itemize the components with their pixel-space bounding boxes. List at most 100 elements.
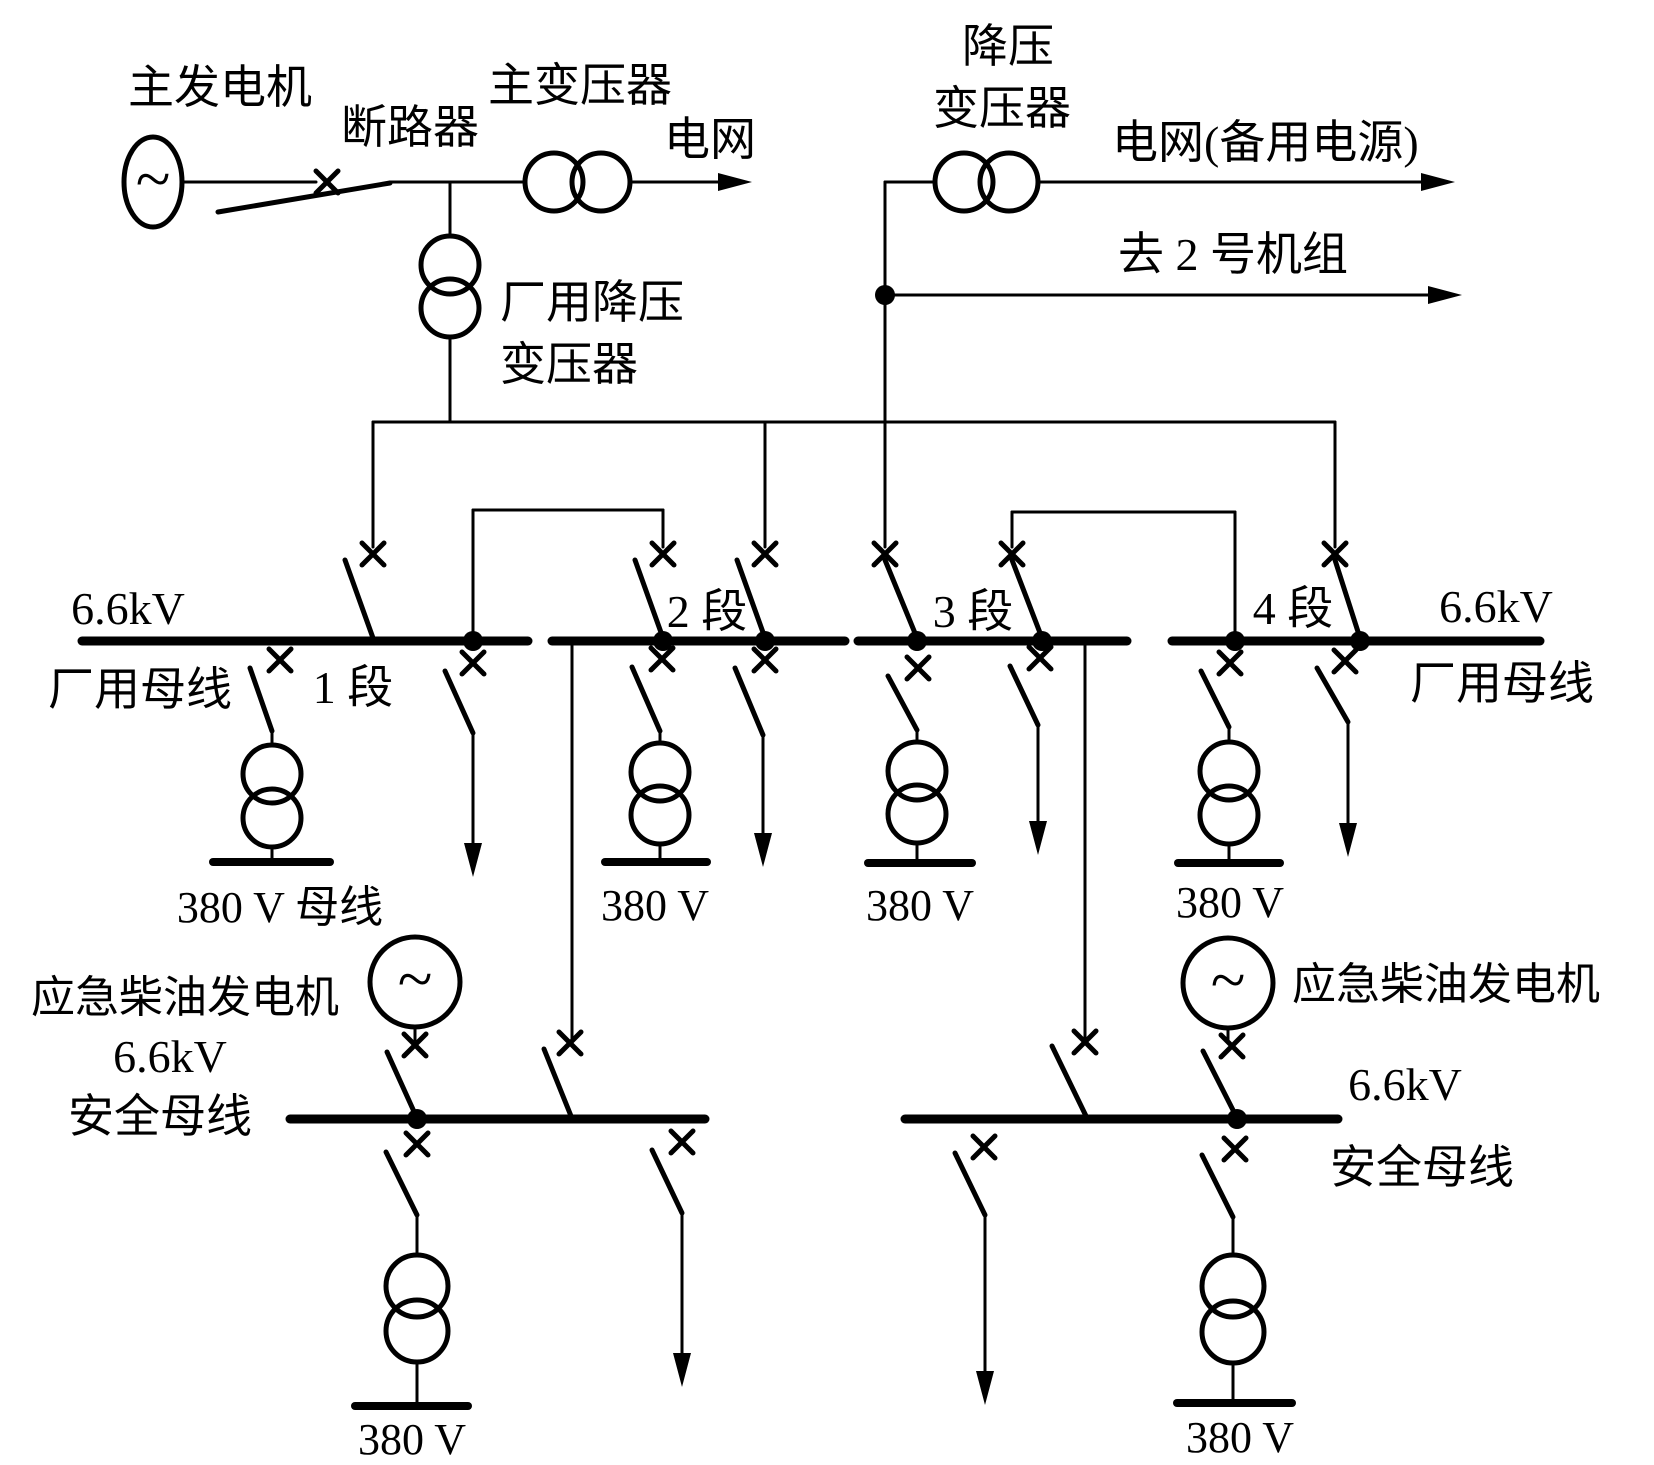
- safety-voltage-left-label: 6.6kV: [113, 1031, 227, 1082]
- main-transformer-circle-1: [522, 150, 586, 214]
- stepdown-transformer-label-line1: 降压: [962, 21, 1054, 72]
- x-bus3-safety: [1071, 1028, 1099, 1056]
- diesel-right-tilde: ~: [1211, 944, 1246, 1015]
- safety-left-feeder-blade: [649, 1147, 685, 1216]
- junction-unit2: [875, 285, 895, 305]
- x-txsl: [403, 1130, 431, 1158]
- tx4-circle-1: [1197, 739, 1261, 803]
- main-generator-label: 主发电机: [128, 62, 312, 113]
- junction-diesel-right: [1227, 1109, 1247, 1129]
- tx2-circle-2: [628, 783, 692, 847]
- junction-bus2-tie: [653, 631, 673, 651]
- x-tx2: [648, 645, 676, 673]
- x-bus4-incoming: [1321, 540, 1349, 568]
- arrow-unit2: [1428, 286, 1462, 304]
- aux-transformer-circle-2: [418, 276, 482, 340]
- safety-bus-left-label: 安全母线: [68, 1091, 252, 1142]
- x-txsr: [1221, 1135, 1249, 1163]
- stepdown-transformer-label-line2: 变压器: [933, 83, 1071, 134]
- arrow-feeder1: [464, 843, 482, 877]
- x-tie34: [998, 540, 1026, 568]
- txsr-circle-1: [1199, 1252, 1267, 1320]
- junction-bus4-tie: [1225, 631, 1245, 651]
- tie12-switch-blade: [632, 557, 666, 641]
- x-bus2-safety: [556, 1029, 584, 1057]
- bus-voltage-left-label: 6.6kV: [71, 583, 185, 634]
- x-feeder2: [751, 646, 779, 674]
- bus-voltage-right-label: 6.6kV: [1439, 581, 1553, 632]
- bus3-safety-switch-blade: [1049, 1043, 1089, 1119]
- arrow-feeder4: [1339, 823, 1357, 857]
- feeder3-switch-blade: [1007, 663, 1041, 728]
- x-main-breaker: [313, 168, 341, 196]
- feeder2-switch-blade: [732, 665, 766, 738]
- x-bus2-incoming: [751, 540, 779, 568]
- arrow-safety-right-feeder: [976, 1371, 994, 1405]
- safety-voltage-right-label: 6.6kV: [1348, 1059, 1462, 1110]
- grid-label: 电网: [664, 114, 756, 165]
- bus2-incoming-blade: [734, 557, 768, 641]
- diesel-generator-left-label: 应急柴油发电机: [31, 973, 339, 1022]
- tie34-switch-blade: [1009, 557, 1045, 641]
- section3-label: 3 段: [933, 586, 1014, 637]
- x-tx1: [266, 646, 294, 674]
- bus3-incoming-blade: [882, 557, 920, 641]
- section1-label: 1 段: [313, 662, 394, 713]
- diesel-right-switch-blade: [1200, 1048, 1239, 1119]
- x-safety-left-feeder: [668, 1128, 696, 1156]
- section4-label: 4 段: [1253, 583, 1334, 634]
- arrow-feeder3: [1029, 821, 1047, 855]
- section2-label: 2 段: [667, 586, 748, 637]
- x-bus1-incoming: [359, 540, 387, 568]
- feeder4-switch-blade: [1314, 665, 1351, 725]
- diesel-generator-right-label: 应急柴油发电机: [1292, 960, 1600, 1009]
- junction-bus4-incoming: [1350, 631, 1370, 651]
- junction-bus3-tie: [1032, 631, 1052, 651]
- safety-bus-right-label: 安全母线: [1330, 1142, 1514, 1193]
- txsr-switch-blade: [1199, 1152, 1236, 1220]
- lv-safety-right-label: 380 V: [1186, 1413, 1294, 1462]
- tx1-circle-2: [240, 786, 304, 850]
- bus2-safety-switch-blade: [541, 1046, 574, 1119]
- arrow-grid: [718, 173, 752, 191]
- x-safety-right-feeder: [970, 1133, 998, 1161]
- txsl-circle-2: [383, 1297, 451, 1365]
- lv-bus3-label: 380 V: [866, 881, 974, 930]
- arrow-backup-grid: [1421, 173, 1455, 191]
- stepdown-transformer-circle-1: [932, 150, 996, 214]
- arrow-feeder2: [754, 833, 772, 867]
- stepdown-transformer-circle-2: [977, 150, 1041, 214]
- junction-diesel-left: [407, 1109, 427, 1129]
- backup-grid-label: 电网(备用电源): [1112, 117, 1419, 168]
- junction-bus2-incoming: [755, 631, 775, 651]
- x-tx3: [904, 654, 932, 682]
- x-bus3-incoming: [871, 540, 899, 568]
- breaker-label: 断路器: [341, 102, 479, 153]
- x-feeder4: [1331, 647, 1359, 675]
- x-tie12: [649, 540, 677, 568]
- lv-bus2-label: 380 V: [601, 881, 709, 930]
- plant-bus-right-label: 厂用母线: [1410, 658, 1594, 709]
- lv-safety-left-label: 380 V: [358, 1415, 466, 1464]
- txsl-circle-1: [383, 1252, 451, 1320]
- diesel-left-switch-blade: [384, 1049, 419, 1119]
- x-tx4: [1216, 649, 1244, 677]
- tx1-switch-blade: [247, 665, 275, 734]
- to-unit2-label: 去 2 号机组: [1118, 229, 1348, 280]
- x-feeder3: [1026, 644, 1054, 672]
- main-generator-tilde: ~: [136, 143, 171, 214]
- junction-bus1-tie: [463, 631, 483, 651]
- tx2-circle-1: [628, 740, 692, 804]
- tx4-switch-blade: [1198, 668, 1232, 730]
- bus1-incoming-blade: [342, 557, 376, 641]
- txsr-circle-2: [1199, 1298, 1267, 1366]
- tx1-circle-1: [240, 742, 304, 806]
- lv-bus4-label: 380 V: [1176, 878, 1284, 927]
- aux-transformer-circle-1: [418, 233, 482, 297]
- safety-right-feeder-blade: [952, 1150, 988, 1218]
- diesel-generator-right-circle: [1180, 935, 1276, 1031]
- junction-bus3-incoming: [907, 631, 927, 651]
- tx4-circle-2: [1197, 783, 1261, 847]
